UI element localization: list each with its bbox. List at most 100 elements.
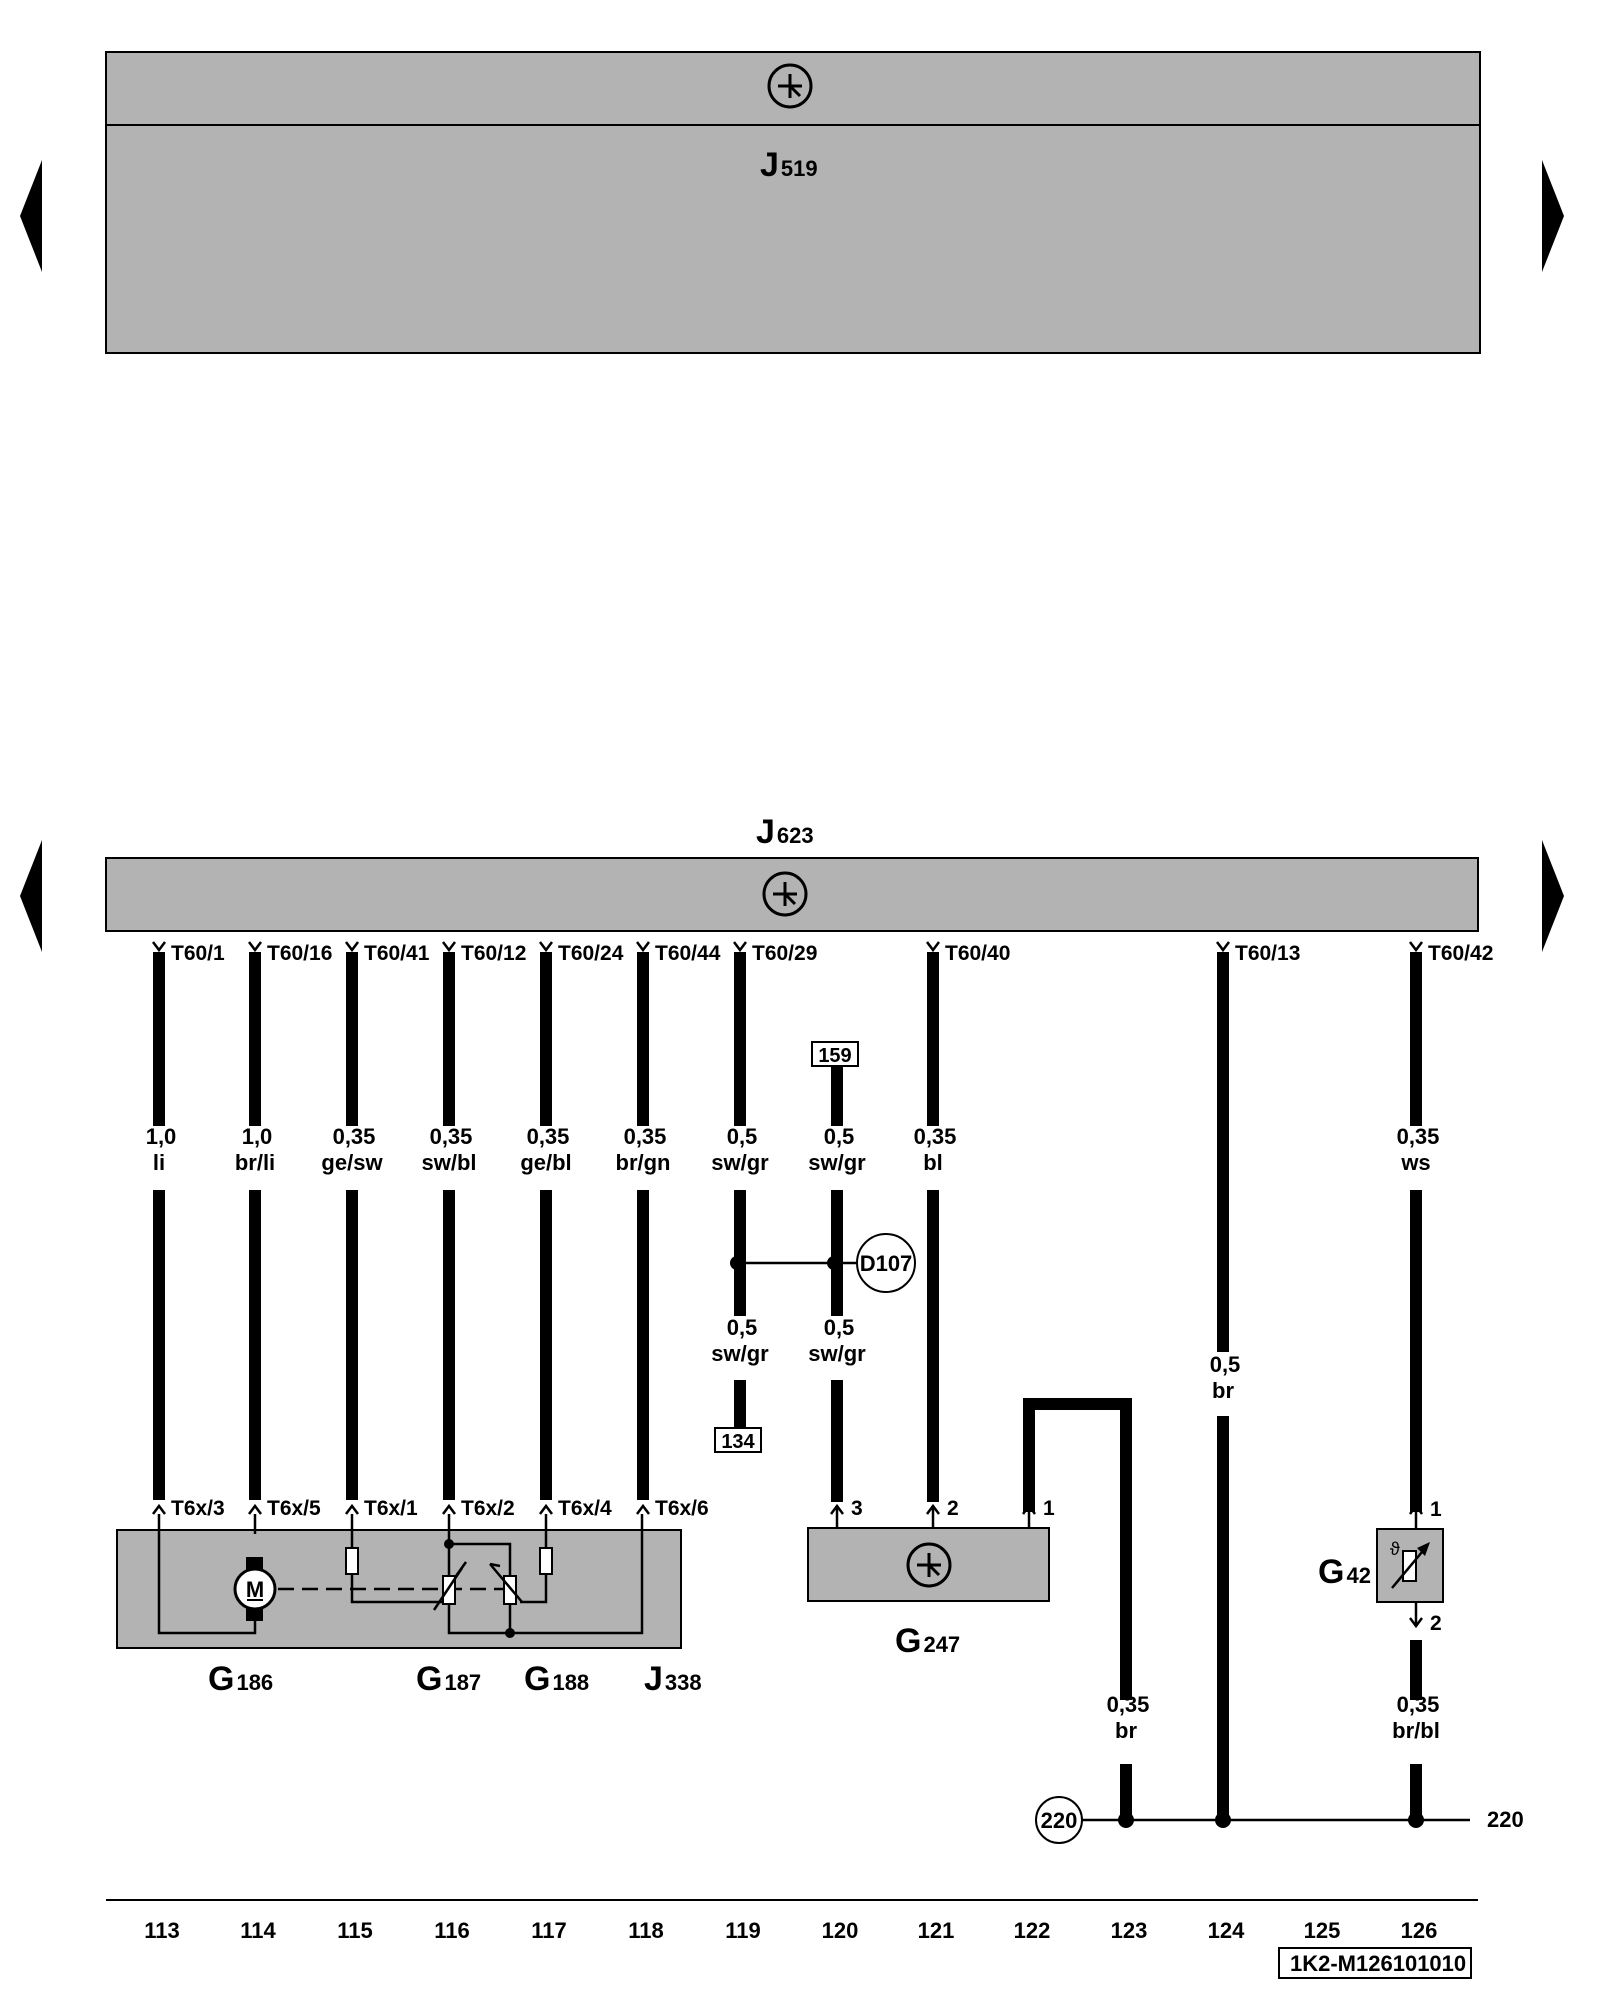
pin-arrow-T60-41 — [345, 941, 359, 953]
wire-size-label: 0,5 — [824, 1124, 855, 1149]
ref-159-label: 159 — [818, 1045, 851, 1067]
wire-color-label: br/gn — [616, 1150, 671, 1175]
ref-box-134[interactable]: 134 — [714, 1427, 762, 1453]
ground-label-right: 220 — [1487, 1807, 1524, 1832]
ref-box-159[interactable]: 159 — [811, 1041, 859, 1067]
pin-label: T60/16 — [267, 942, 332, 965]
wire-size-label: 0,5 — [1210, 1352, 1241, 1377]
pin-label: T60/24 — [558, 942, 624, 965]
pin-arrow-T60-42 — [1409, 941, 1423, 953]
column-number: 118 — [628, 1918, 664, 1943]
wire-color-label: bl — [923, 1150, 943, 1175]
g247-pin-label: 1 — [1043, 1497, 1055, 1520]
connector-pin-T6x-5 — [248, 1503, 262, 1515]
column-number: 113 — [144, 1918, 180, 1943]
throttle-module: M — [116, 1514, 682, 1649]
g247-pin-label: 2 — [947, 1497, 959, 1520]
wire-color-label: sw/gr — [808, 1150, 866, 1175]
column-number: 117 — [531, 1918, 567, 1943]
doc-id: 1K2-M126101010 — [1290, 1951, 1466, 1976]
wire-color-label: br/li — [235, 1150, 275, 1175]
pin-label: T60/41 — [364, 942, 430, 965]
wire-color-label: ge/bl — [520, 1150, 571, 1175]
sensor-g247 — [807, 1527, 1050, 1602]
component-label-g42: G42 — [1318, 1553, 1371, 1591]
component-label-g188: G188 — [524, 1660, 589, 1698]
wire-size-label: 0,35 — [624, 1124, 667, 1149]
column-number: 123 — [1111, 1918, 1148, 1943]
pin-arrow-T60-24 — [539, 941, 553, 953]
potentiometer-g187-icon — [432, 1561, 468, 1611]
electronic-control-icon — [767, 63, 813, 109]
pin-label: T60/42 — [1428, 942, 1493, 965]
column-number: 116 — [434, 1918, 470, 1943]
wire-size-label: 0,35 — [1397, 1692, 1440, 1717]
pin-label: T60/29 — [752, 942, 817, 965]
connector-pin-T6x-6 — [636, 1503, 650, 1515]
wire-122-123-bridge — [1023, 1398, 1132, 1700]
column-number: 120 — [822, 1918, 859, 1943]
g247-pin-2 — [926, 1503, 940, 1528]
column-number: 115 — [337, 1918, 373, 1943]
wire-color-label: br/bl — [1392, 1718, 1440, 1743]
wire-size-label: 0,35 — [430, 1124, 473, 1149]
connector-pin-T6x-1 — [345, 1503, 359, 1515]
ground-label-circle: 220 — [1041, 1808, 1078, 1833]
wire-color-label: br — [1115, 1718, 1137, 1743]
pin-arrow-T60-1 — [152, 941, 166, 953]
g42-pin-label: 1 — [1430, 1498, 1442, 1521]
wire-size-label: 1,0 — [242, 1124, 273, 1149]
d107-label: D107 — [860, 1251, 913, 1276]
wire-size-label: 0,5 — [727, 1124, 758, 1149]
column-number: 122 — [1014, 1918, 1051, 1943]
next-page-arrow-top[interactable] — [1542, 160, 1564, 272]
wire-size-label: 0,35 — [1397, 1124, 1440, 1149]
pin-arrow-T60-16 — [248, 941, 262, 953]
component-label-g247: G247 — [895, 1622, 960, 1660]
pin-arrow-T60-44 — [636, 941, 650, 953]
j519-label: J519 — [760, 146, 818, 184]
sensor-pin-label: T6x/5 — [267, 1497, 321, 1520]
motor-label: M — [246, 1577, 264, 1602]
electronic-control-icon-j623 — [762, 871, 808, 917]
previous-page-arrow-bottom[interactable] — [20, 840, 42, 952]
previous-page-arrow-top[interactable] — [20, 160, 42, 272]
column-number: 125 — [1304, 1918, 1341, 1943]
column-number: 124 — [1208, 1918, 1245, 1943]
connector-pin-T6x-4 — [539, 1503, 553, 1515]
wire-color-label: sw/bl — [421, 1150, 476, 1175]
pin-label: T60/40 — [945, 942, 1010, 965]
sensor-pin-label: T6x/6 — [655, 1497, 709, 1520]
g247-pin-1 — [1022, 1503, 1036, 1528]
g247-pin-3 — [830, 1503, 844, 1528]
pin-arrow-T60-12 — [442, 941, 456, 953]
doc-id-box: 1K2-M126101010 — [1278, 1947, 1472, 1979]
labels-layer: T60/1 T60/16 T60/41 T60/12 T60/24 T60/44 T60/2… — [146, 942, 1494, 1743]
pin-label: T60/12 — [461, 942, 526, 965]
j623-label: J623 — [756, 813, 814, 851]
wires-layer — [152, 941, 1424, 1828]
pin-arrow-T60-13 — [1216, 941, 1230, 953]
wire-color-label: br — [1212, 1378, 1234, 1403]
ref-134-label: 134 — [721, 1431, 755, 1453]
sensor-pin-label: T6x/2 — [461, 1497, 515, 1520]
component-label-g186: G186 — [208, 1660, 273, 1698]
sensor-g42: ϑ — [1376, 1528, 1444, 1603]
wire-size-label: 0,35 — [527, 1124, 570, 1149]
g42-pin-label: 2 — [1430, 1612, 1442, 1635]
wire-color-label: sw/gr — [711, 1150, 769, 1175]
column-number: 126 — [1401, 1918, 1438, 1943]
component-label-j338: J338 — [644, 1660, 702, 1698]
electronic-control-icon-g247 — [906, 1542, 952, 1588]
pin-arrow-T60-29 — [733, 941, 747, 953]
component-label-g187: G187 — [416, 1660, 481, 1698]
wire-color-label: li — [153, 1150, 165, 1175]
pin-label: T60/44 — [655, 942, 721, 965]
pin-label: T60/1 — [171, 942, 225, 965]
control-unit-j519: J519 — [105, 51, 1481, 354]
next-page-arrow-bottom[interactable] — [1542, 840, 1564, 952]
wire-size-label: 1,0 — [146, 1124, 177, 1149]
potentiometer-g188-icon — [489, 1562, 523, 1605]
pin-label: T60/13 — [1235, 942, 1300, 965]
